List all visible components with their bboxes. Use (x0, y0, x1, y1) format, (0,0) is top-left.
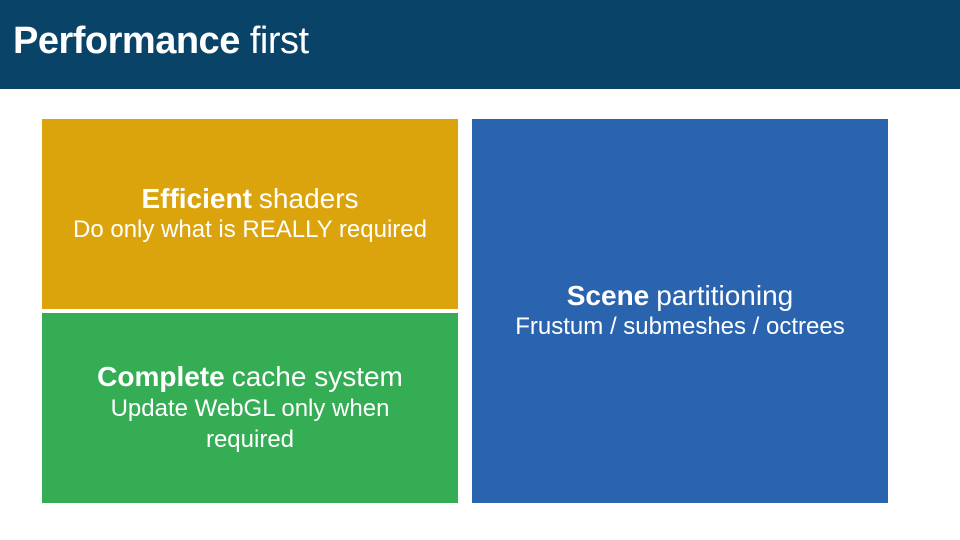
page-title-light: first (249, 20, 309, 62)
tile-subtitle: Do only what is REALLY required (73, 216, 427, 244)
tile-heading-bold: Scene (566, 279, 650, 311)
tile-subtitle: Frustum / submeshes / octrees (515, 313, 845, 341)
tile-subtitle: Update WebGL only when required (110, 395, 390, 453)
tile-heading-rest: cache system (231, 361, 403, 393)
tile-heading-bold: Complete (97, 361, 225, 393)
tile-heading-bold: Efficient (141, 182, 252, 214)
page-title-bold: Performance (13, 20, 240, 62)
tile-heading-rest: partitioning (656, 279, 794, 311)
tile-heading-rest: shaders (258, 182, 359, 214)
